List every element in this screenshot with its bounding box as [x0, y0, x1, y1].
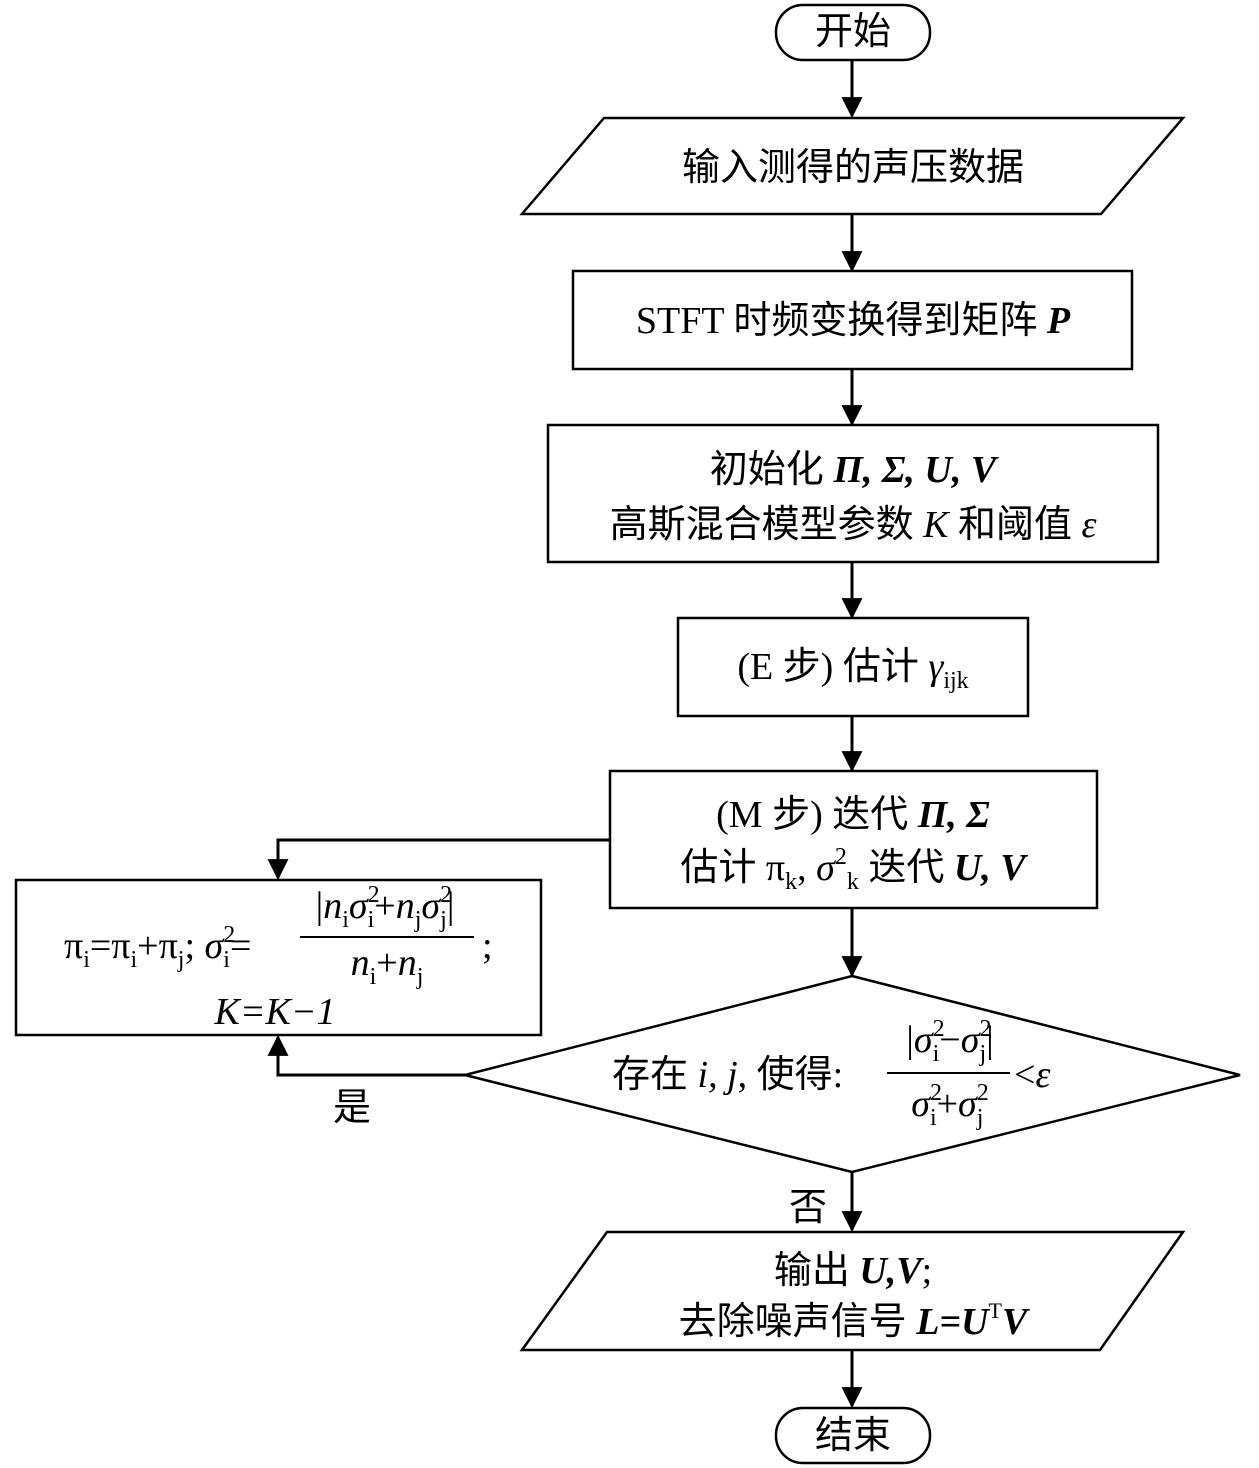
output-line2: 去除噪声信号 L=UTV [679, 1298, 1030, 1343]
matrix-p-var: P [1046, 300, 1071, 342]
decision-condition-text: 存在 i, j, 使得: [612, 1054, 843, 1096]
mstep-line2: 估计 πk, σ2k 迭代 U, V [680, 844, 1028, 895]
merge-semicolon: ; [482, 925, 493, 967]
end-label: 结束 [815, 1415, 891, 1457]
output-node: 输出 U,V; 去除噪声信号 L=UTV [519, 1230, 1186, 1352]
connectors [267, 60, 863, 1409]
stft-label: STFT 时频变换得到矩阵 P [636, 300, 1071, 342]
merge-sigma-denominator: ni+nj [351, 942, 424, 990]
stft-node: STFT 时频变换得到矩阵 P [571, 269, 1134, 371]
start-node: 开始 [774, 3, 932, 62]
init-node: 初始化 Π, Σ, U, V 高斯混合模型参数 K 和阈值 ε [546, 423, 1160, 564]
edge-decision-yes-to-merge [267, 1034, 465, 1077]
estep-node: (E 步) 估计 γijk [676, 616, 1030, 718]
mstep-node: (M 步) 迭代 Π, Σ 估计 πk, σ2k 迭代 U, V [608, 769, 1099, 910]
init-line1: 初始化 Π, Σ, U, V [710, 449, 999, 491]
mstep-line1: (M 步) 迭代 Π, Σ [716, 794, 990, 836]
input-label: 输入测得的声压数据 [682, 147, 1024, 189]
init-line2: 高斯混合模型参数 K 和阈值 ε [610, 504, 1097, 546]
output-line1: 输出 U,V; [774, 1250, 932, 1292]
no-label: 否 [789, 1187, 827, 1229]
start-label: 开始 [815, 11, 891, 53]
edge-mstep-to-merge [267, 838, 610, 881]
merge-k-update: K=K−1 [214, 991, 336, 1033]
decision-threshold: <ε [1014, 1054, 1050, 1096]
estep-label: (E 步) 估计 γijk [737, 646, 968, 694]
input-node: 输入测得的声压数据 [519, 116, 1186, 216]
end-node: 结束 [774, 1406, 932, 1465]
yes-label: 是 [333, 1087, 371, 1129]
